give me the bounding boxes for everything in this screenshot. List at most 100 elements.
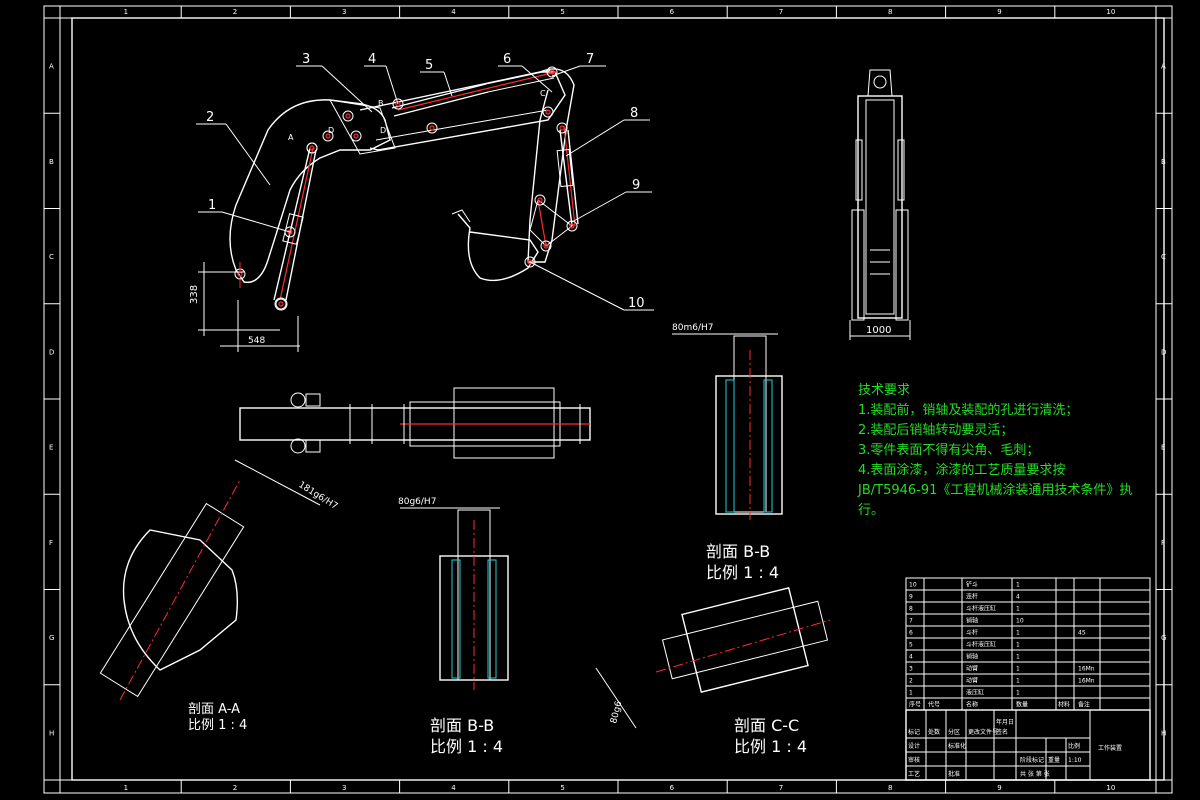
zone-label-right: H: [1161, 729, 1166, 737]
tech-req-line-5: JB/T5946-91《工程机械涂装通用技术条件》执: [857, 482, 1132, 498]
sign-label: 标准化: [948, 742, 966, 750]
zone-label-top: 10: [1106, 8, 1115, 16]
dim-1000: 1000: [866, 325, 891, 336]
section-bb-top-scale: 比例 1 : 4: [706, 563, 779, 582]
sign-label: 更改文件号: [968, 728, 998, 736]
zone-label-top: 1: [124, 8, 128, 16]
section-bb-bottom-title: 剖面 B-B: [430, 716, 494, 735]
balloon-3: 3: [302, 52, 310, 67]
pin-joint: [546, 66, 558, 78]
bom-cell: 1: [1016, 605, 1020, 612]
zone-label-top: 3: [342, 8, 346, 16]
zone-label-top: 9: [997, 8, 1001, 16]
section-bb-top-title: 剖面 B-B: [706, 542, 770, 561]
zone-label-bottom: 1: [124, 784, 128, 792]
drawing-scale: 1:10: [1068, 757, 1082, 764]
tech-req-line-6: 行。: [858, 503, 884, 518]
zone-label-bottom: 6: [670, 784, 675, 792]
sign-label: 标记: [908, 728, 920, 736]
zone-label-top: 2: [233, 8, 237, 16]
bom-cell: 6: [909, 629, 913, 636]
zone-label-top: 8: [888, 8, 892, 16]
bom-cell: 5: [909, 641, 913, 648]
marker-b: B: [378, 99, 384, 108]
bom-cell: 4: [1016, 593, 1020, 600]
pin-joint: [275, 298, 287, 310]
sign-label: 工艺: [908, 770, 920, 778]
weight-label: 重量: [1048, 756, 1060, 764]
bom-cell: 8: [909, 605, 913, 612]
balloon-2: 2: [206, 110, 214, 125]
bom-cell: 斗杆: [966, 628, 978, 636]
pin-joint: [284, 226, 296, 238]
zone-label-bottom: 9: [997, 784, 1001, 792]
stage-label: 阶段标记: [1020, 756, 1044, 764]
bom-cell: 1: [1016, 641, 1020, 648]
bom-cell: 10: [909, 581, 917, 588]
zone-label-bottom: 5: [560, 784, 564, 792]
bom-cell: 1: [1016, 665, 1020, 672]
bom-cell: 1: [909, 689, 913, 696]
sign-label: 分区: [948, 728, 960, 736]
pin-joint: [556, 122, 568, 134]
tech-req-line-4: 4.表面涂漆，涂漆的工艺质量要求按: [858, 462, 1065, 478]
balloon-4: 4: [368, 52, 376, 67]
bom-cell: 动臂: [966, 676, 978, 684]
marker-d-left: D: [328, 126, 334, 135]
tech-req-line-2: 2.装配后销轴转动要灵活；: [858, 423, 1013, 438]
dim-548: 548: [248, 336, 265, 346]
pin-joint: [392, 98, 404, 110]
bom-cell: 10: [1016, 617, 1024, 624]
section-bb-bottom-scale: 比例 1 : 4: [430, 737, 503, 756]
bom-cell: 16Mn: [1078, 665, 1095, 672]
sign-label: 签名: [996, 728, 1008, 736]
dim-bb-top-fit: 80m6/H7: [672, 323, 713, 333]
section-aa-scale: 比例 1 : 4: [188, 718, 247, 733]
zone-label-bottom: 7: [779, 784, 783, 792]
zone-label-left: F: [49, 539, 53, 547]
zone-label-left: B: [49, 158, 54, 166]
zone-label-right: D: [1161, 348, 1166, 356]
bom-cell: 销轴: [966, 616, 978, 624]
sign-label: 审核: [908, 756, 920, 764]
tech-req-line-1: 1.装配前，销轴及装配的孔进行清洗；: [858, 402, 1078, 418]
bom-cell: 3: [909, 665, 913, 672]
zone-label-right: E: [1161, 444, 1165, 452]
pin-joint: [322, 130, 334, 142]
zone-label-right: C: [1161, 253, 1166, 261]
zone-label-top: 7: [779, 8, 783, 16]
tech-req-line-3: 3.零件表面不得有尖角、毛刺；: [858, 442, 1039, 458]
bom-cell: 16Mn: [1078, 677, 1095, 684]
zone-label-left: C: [49, 253, 54, 261]
boom-side-view: 338 548: [189, 66, 579, 352]
pin-joint: [542, 106, 554, 118]
technical-requirements: 技术要求 1.装配前，销轴及装配的孔进行清洗； 2.装配后销轴转动要灵活； 3.…: [857, 383, 1132, 518]
zone-label-left: H: [49, 729, 54, 737]
bom-cell: 连杆: [966, 592, 978, 600]
bom-cell: 1: [1016, 689, 1020, 696]
section-cc-title: 剖面 C-C: [734, 716, 799, 735]
marker-c: C: [540, 89, 546, 98]
sign-label: 处数: [928, 728, 940, 736]
bom-header-cell: 备注: [1078, 700, 1090, 708]
zone-label-top: 6: [670, 8, 675, 16]
section-bb-bottom: 80g6/H7 剖面 B-B 比例 1 : 4: [398, 497, 509, 756]
bom-cell: 45: [1078, 629, 1086, 636]
bom-cell: 1: [1016, 677, 1020, 684]
sheet-label: 共 张 第 张: [1020, 770, 1050, 778]
pin-joint: [566, 220, 578, 232]
sign-label: 批准: [948, 770, 960, 778]
pin-joint: [534, 194, 546, 206]
bom-cell: 动臂: [966, 664, 978, 672]
tech-req-heading: 技术要求: [858, 383, 910, 398]
zone-label-left: A: [49, 63, 54, 71]
drawing-title: 工作装置: [1098, 744, 1122, 752]
marker-d-right: D: [380, 126, 386, 135]
zone-label-right: B: [1161, 158, 1166, 166]
bom-cell: 1: [1016, 653, 1020, 660]
zone-label-bottom: 8: [888, 784, 892, 792]
pin-joint: [306, 142, 318, 154]
zone-label-left: E: [49, 444, 53, 452]
bom-header-cell: 数量: [1016, 700, 1028, 708]
